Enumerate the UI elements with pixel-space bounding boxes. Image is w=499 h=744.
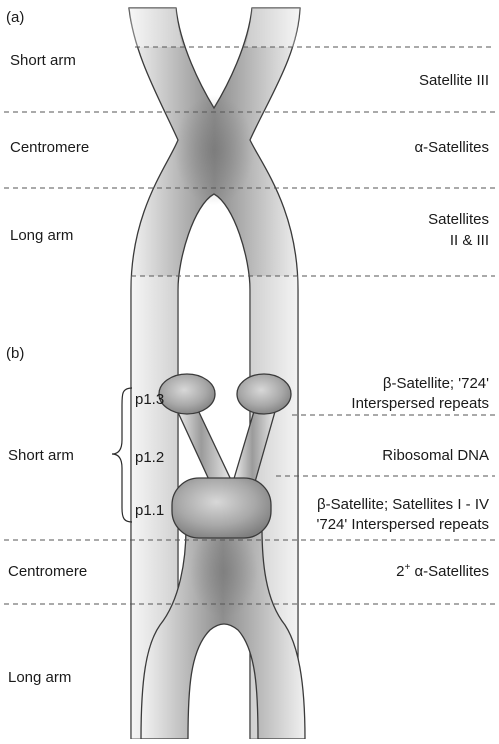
label-b-p11-line1: β-Satellite; Satellites I - IV xyxy=(317,496,489,513)
label-b-short-arm: Short arm xyxy=(8,447,74,464)
satellite-knob-right xyxy=(237,374,291,414)
stalk-left xyxy=(176,408,232,482)
panel-b-tag: (b) xyxy=(6,345,24,362)
label-b-p13-line1: β-Satellite; '724' xyxy=(383,375,489,392)
short-arm-brace xyxy=(112,388,132,522)
label-a-centromere: Centromere xyxy=(10,139,89,156)
band-p12: p1.2 xyxy=(135,449,164,466)
band-p13: p1.3 xyxy=(135,391,164,408)
label-a-alpha-satellites: α-Satellites xyxy=(414,139,489,156)
label-a-satellite-iii: Satellite III xyxy=(419,72,489,89)
label-b-long-arm: Long arm xyxy=(8,669,71,686)
panel-a-tag: (a) xyxy=(6,9,24,26)
label-a-satellites-line1: Satellites xyxy=(428,211,489,228)
label-a-satellites-line2: II & III xyxy=(450,232,489,249)
label-b-centromere-rest: α-Satellites xyxy=(410,563,489,580)
label-b-centromere: Centromere xyxy=(8,563,87,580)
label-a-long-arm: Long arm xyxy=(10,227,73,244)
label-b-ribosomal: Ribosomal DNA xyxy=(382,447,489,464)
label-a-short-arm: Short arm xyxy=(10,52,76,69)
label-b-p13-line2: Interspersed repeats xyxy=(351,395,489,412)
chromosome-a-top-band-right xyxy=(245,8,300,47)
label-b-p11-line2: '724' Interspersed repeats xyxy=(317,516,490,533)
satellite-knob-left xyxy=(159,374,215,414)
band-p11: p1.1 xyxy=(135,502,164,519)
chromosome-a-top-band xyxy=(129,8,183,47)
label-b-centromere-base: 2 xyxy=(396,563,404,580)
p11-region xyxy=(172,478,271,538)
label-b-centromere-satellites: 2+ α-Satellites xyxy=(396,562,489,580)
